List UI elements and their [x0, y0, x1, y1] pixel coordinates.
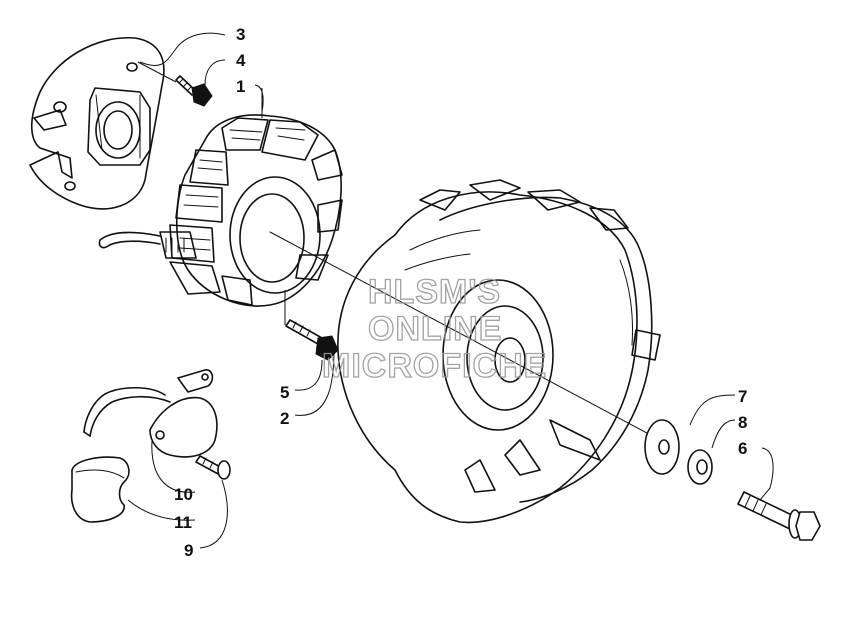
callout-2: 2 — [280, 409, 289, 428]
callout-10: 10 — [174, 485, 193, 504]
callout-7: 7 — [738, 387, 747, 406]
lockwasher-part-8 — [687, 449, 713, 485]
pickup-part-10 — [83, 369, 218, 458]
washer-part-7 — [644, 419, 680, 475]
stator-coil-part — [98, 88, 343, 307]
bolt-part-6 — [737, 491, 821, 541]
leader-lines — [127, 32, 774, 549]
cover-part-11 — [70, 456, 130, 523]
callout-8: 8 — [738, 413, 747, 432]
flywheel-part — [269, 179, 661, 524]
callout-6: 6 — [738, 439, 747, 458]
screw-part-4 — [137, 61, 213, 107]
callout-5: 5 — [280, 383, 289, 402]
stator-plate-part — [29, 37, 165, 210]
screw-part-5 — [284, 290, 339, 361]
screw-part-9 — [195, 455, 231, 480]
callout-9: 9 — [184, 541, 193, 560]
callout-1: 1 — [236, 77, 245, 96]
watermark-line-2: ONLINE — [368, 310, 502, 348]
watermark-line-3: MICROFICHE — [322, 347, 547, 385]
callout-4: 4 — [236, 51, 246, 70]
callout-11: 11 — [174, 513, 192, 532]
callout-3: 3 — [236, 25, 245, 44]
watermark: HLSM'S ONLINE MICROFICHE — [321, 272, 547, 385]
watermark-line-1: HLSM'S — [368, 273, 501, 311]
